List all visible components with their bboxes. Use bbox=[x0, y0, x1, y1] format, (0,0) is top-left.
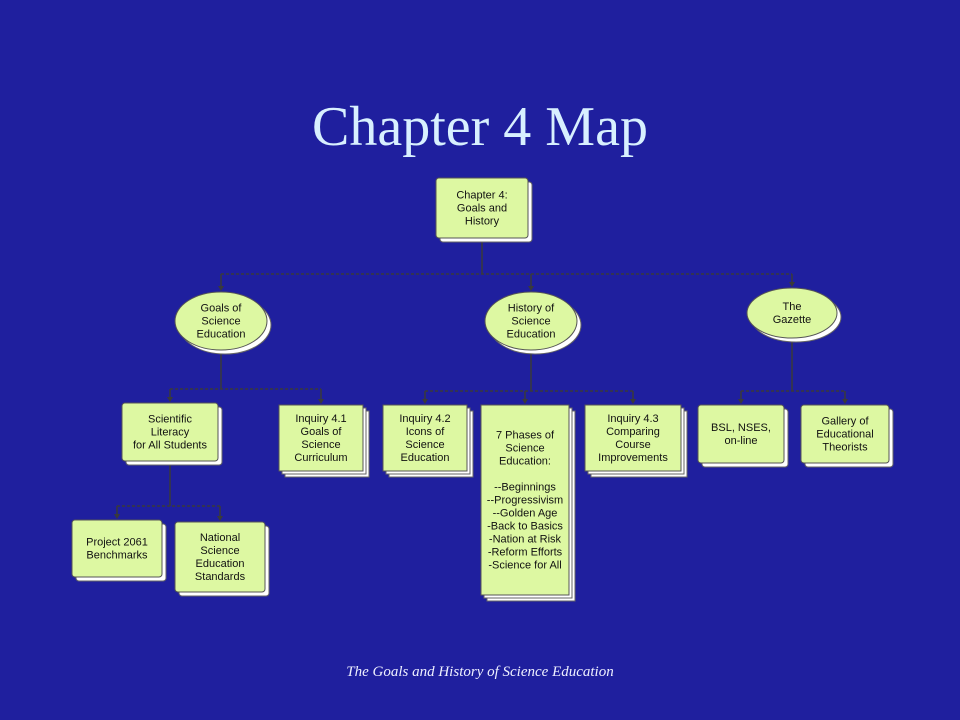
node-label-line: on-line bbox=[724, 435, 757, 447]
slide-title: Chapter 4 Map bbox=[312, 96, 648, 158]
arrowhead bbox=[630, 399, 636, 404]
node-label-line: Science bbox=[200, 545, 239, 557]
node-label-line: History of bbox=[508, 303, 555, 315]
node-label-line: Inquiry 4.2 bbox=[399, 413, 450, 425]
node-label-line: Goals and bbox=[457, 203, 507, 215]
node-label-line: --Progressivism bbox=[487, 495, 563, 507]
arrowhead bbox=[218, 286, 224, 291]
node-label-line: Inquiry 4.1 bbox=[295, 413, 346, 425]
node-label-line: Goals of bbox=[201, 303, 243, 315]
node-label-line: Education bbox=[401, 452, 450, 464]
node-shape bbox=[278, 404, 364, 472]
node-label-line: Inquiry 4.3 bbox=[607, 413, 658, 425]
node-label-line: Gazette bbox=[773, 314, 812, 326]
node-shape bbox=[800, 404, 890, 464]
node-label-line: --Beginnings bbox=[494, 482, 556, 494]
node-shape bbox=[435, 177, 529, 239]
arrowhead bbox=[842, 399, 848, 404]
node-label-line: Science bbox=[301, 439, 340, 451]
connector-gazette bbox=[738, 338, 848, 404]
node-label-line: BSL, NSES, bbox=[711, 422, 771, 434]
node-label-line: Course bbox=[615, 439, 650, 451]
node-bsl: BSL, NSES,on-line bbox=[697, 404, 789, 468]
arrowhead bbox=[738, 399, 744, 404]
node-label-line: -Science for All bbox=[488, 560, 561, 572]
node-label-line: National bbox=[200, 532, 240, 544]
node-label-line: Literacy bbox=[151, 427, 190, 439]
connector-goals bbox=[167, 350, 324, 404]
node-label-line: Gallery of bbox=[821, 416, 869, 428]
node-shape bbox=[697, 404, 785, 464]
slide-footer: The Goals and History of Science Educati… bbox=[346, 664, 614, 680]
node-label-line: Goals of bbox=[301, 426, 343, 438]
arrowhead bbox=[318, 399, 324, 404]
node-label-line: Standards bbox=[195, 571, 246, 583]
arrowhead bbox=[167, 397, 173, 402]
node-label-line: Scientific bbox=[148, 414, 193, 426]
connector-literacy bbox=[114, 461, 223, 521]
node-label-line: Chapter 4: bbox=[456, 190, 507, 202]
node-shape bbox=[746, 287, 838, 339]
node-label-line: Curriculum bbox=[294, 452, 347, 464]
node-shape bbox=[174, 291, 268, 351]
node-label-line: Benchmarks bbox=[86, 550, 148, 562]
node-shape bbox=[484, 291, 578, 351]
node-label-line: for All Students bbox=[133, 440, 207, 452]
node-label-line: Education bbox=[196, 558, 245, 570]
node-label-line: Project 2061 bbox=[86, 537, 148, 549]
node-label-line: History bbox=[465, 216, 500, 228]
node-label-line: --Golden Age bbox=[493, 508, 558, 520]
node-label-line: Education bbox=[197, 329, 246, 341]
node-label-line: Science bbox=[201, 316, 240, 328]
node-shape bbox=[584, 404, 682, 472]
arrowhead bbox=[528, 286, 534, 291]
node-label-line: Improvements bbox=[598, 452, 668, 464]
node-label-line: -Reform Efforts bbox=[488, 547, 563, 559]
node-label-line: Education: bbox=[499, 456, 551, 468]
node-shape bbox=[174, 521, 266, 593]
node-label-line: Icons of bbox=[406, 426, 445, 438]
arrowhead bbox=[217, 516, 223, 521]
arrowhead bbox=[114, 514, 120, 519]
node-label-line: -Nation at Risk bbox=[489, 534, 562, 546]
node-label-line: -Back to Basics bbox=[487, 521, 563, 533]
arrowhead bbox=[422, 399, 428, 404]
node-label-line: Educational bbox=[816, 429, 874, 441]
connector-history bbox=[422, 350, 636, 404]
node-label-line: Education bbox=[507, 329, 556, 341]
connector-layer bbox=[114, 238, 848, 521]
node-label-line: 7 Phases of bbox=[496, 430, 555, 442]
node-label-line: Theorists bbox=[822, 442, 868, 454]
arrowhead bbox=[522, 399, 528, 404]
node-label-line: Comparing bbox=[606, 426, 660, 438]
node-shape bbox=[71, 519, 163, 578]
connector-root bbox=[218, 238, 795, 291]
arrowhead bbox=[789, 282, 795, 287]
node-shape bbox=[480, 404, 570, 596]
node-label-line: The bbox=[783, 301, 802, 313]
node-label-line: Science bbox=[505, 443, 544, 455]
node-label-line: Science bbox=[511, 316, 550, 328]
node-label-line: Science bbox=[405, 439, 444, 451]
node-shape bbox=[382, 404, 468, 472]
node-shape bbox=[121, 402, 219, 462]
